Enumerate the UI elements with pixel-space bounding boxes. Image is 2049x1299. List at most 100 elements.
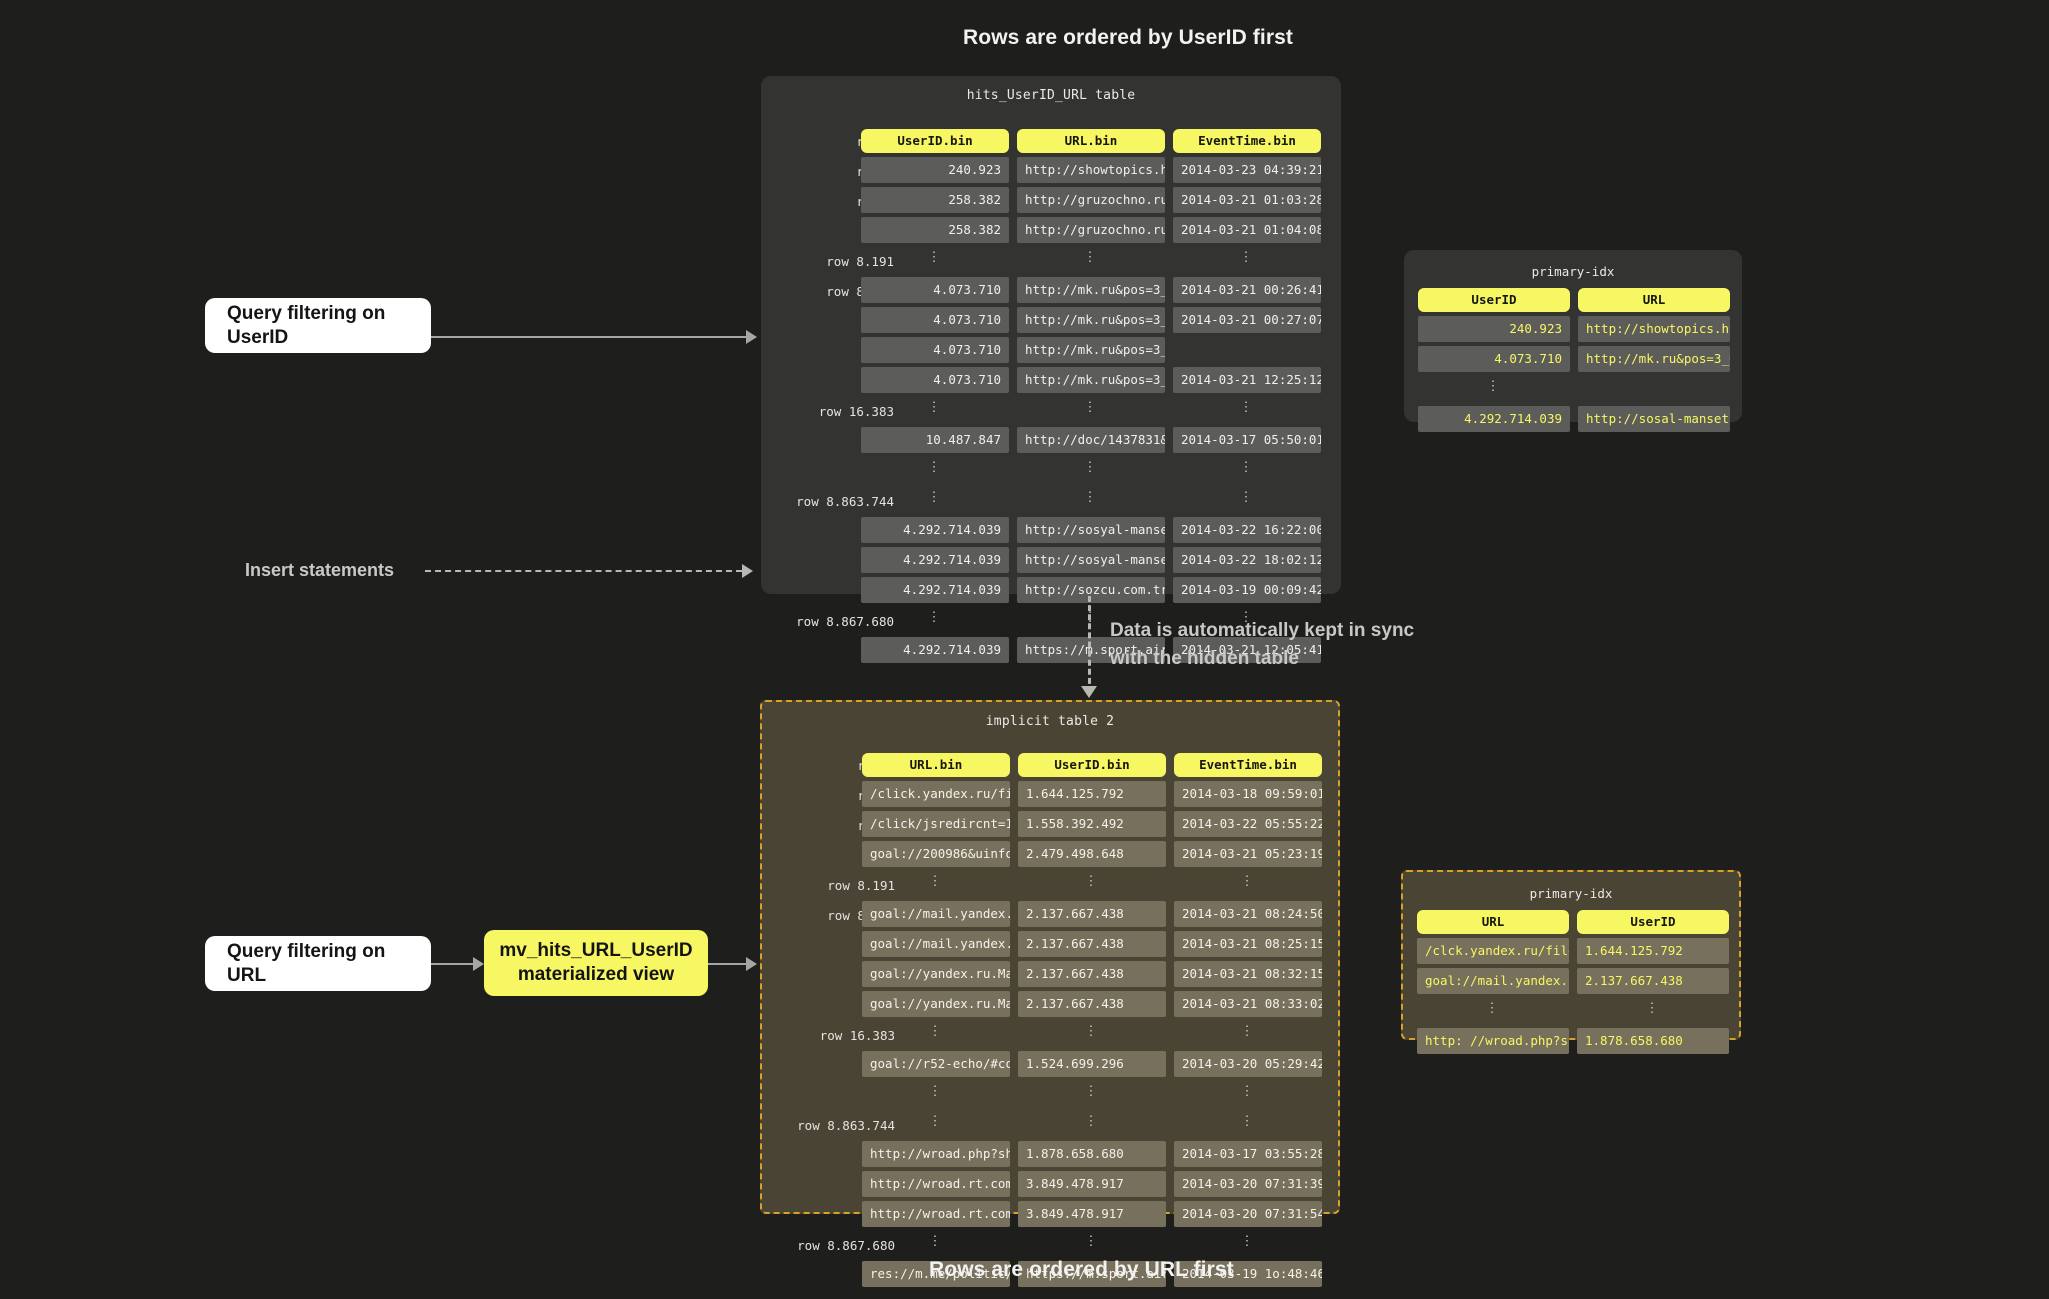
row-label: row 16.383 <box>819 1028 895 1043</box>
cell-ellipsis: ⋮ <box>1084 874 1100 889</box>
cell-ellipsis: ⋮ <box>1240 1234 1256 1249</box>
column-header[interactable]: URL <box>1578 288 1730 312</box>
column-header[interactable]: UserID <box>1418 288 1570 312</box>
cell-ellipsis: ⋮ <box>1083 250 1099 265</box>
hidden-table-title: hits_UserID_URL table <box>966 88 1136 103</box>
table-column: URL http://showtopics.html%3... http://mk.… <box>1578 288 1730 436</box>
table-cell: 2.137.667.438 <box>1018 961 1166 987</box>
table-cell: goal://yandex.ru.Ma... <box>862 991 1010 1017</box>
table-column: EventTime.bin 2014-03-23 04:39:21 2014-03-… <box>1173 129 1321 667</box>
cell-ellipsis: ⋮ <box>1239 610 1255 625</box>
table-cell: goal://mail.yandex.ru/Ma... <box>862 931 1010 957</box>
row-label: row 8.191 <box>827 878 895 893</box>
table-cell: http://showtopics.html%3... <box>1017 157 1165 183</box>
arrow-query-url-head <box>473 957 484 971</box>
table-cell: 2014-03-21 12:25:12 <box>1173 367 1321 393</box>
cell-ellipsis: ⋮ <box>1485 1001 1501 1016</box>
callout-query-userid[interactable]: Query filtering on UserID <box>205 298 431 353</box>
table-cell: http://doc/1437831&is_mo... <box>1017 427 1165 453</box>
table-cell: 2014-03-21 01:03:28 <box>1173 187 1321 213</box>
table-cell: http://mk.ru&pos=3_0 <box>1017 277 1165 303</box>
table-cell: 2.479.498.648 <box>1018 841 1166 867</box>
row-label: row 8.867.680 <box>796 614 894 629</box>
table-cell: 2014-03-21 08:32:15 <box>1174 961 1322 987</box>
table-cell: /clck.yandex.ru/file.com... <box>1417 938 1569 964</box>
table-cell: 4.073.710 <box>861 277 1009 303</box>
table-cell: 1.878.658.680 <box>1018 1141 1166 1167</box>
column-header[interactable]: UserID.bin <box>861 129 1009 153</box>
table-cell: 2.137.667.438 <box>1018 991 1166 1017</box>
arrow-mv-head <box>746 957 757 971</box>
row-label: row 8.863.744 <box>796 494 894 509</box>
table-cell: 4.292.714.039 <box>1418 406 1570 432</box>
arrow-query-userid-line <box>431 336 748 338</box>
mv-table-grid: URL.bin/click.yandex.ru/file.co .../clic… <box>862 753 1322 1291</box>
cell-ellipsis: ⋮ <box>927 610 943 625</box>
table-cell: 4.073.710 <box>861 337 1009 363</box>
callout-materialized-view[interactable]: mv_hits_URL_UserID materialized view <box>484 930 708 996</box>
table-cell: http://gruzochno.ru/ekat... <box>1017 217 1165 243</box>
table-cell: goal://200986&uinfo=wn-1... <box>862 841 1010 867</box>
table-cell: 4.292.714.039 <box>861 517 1009 543</box>
table-cell: 258.382 <box>861 217 1009 243</box>
table-cell: 2014-03-23 04:39:21 <box>1173 157 1321 183</box>
table-cell: 2014-03-19 00:09:42 <box>1173 577 1321 603</box>
table-cell: http://wroad.php?show/7... <box>862 1141 1010 1167</box>
table-cell: 1.524.699.296 <box>1018 1051 1166 1077</box>
column-header[interactable]: EventTime.bin <box>1173 129 1321 153</box>
table-cell: 2014-03-21 08:25:15 <box>1174 931 1322 957</box>
table-cell: http://showtopics.html%3... <box>1578 316 1730 342</box>
cell-ellipsis: ⋮ <box>927 250 943 265</box>
table-cell: 258.382 <box>861 187 1009 213</box>
cell-ellipsis: ⋮ <box>928 1234 944 1249</box>
table-cell: 4.073.710 <box>1418 346 1570 372</box>
sync-connector-head <box>1081 686 1097 698</box>
column-header[interactable]: EventTime.bin <box>1174 753 1322 777</box>
table-cell: http://wroad.rt.com/tr/... <box>862 1171 1010 1197</box>
table-cell: http://sosyal-mansetleri... <box>1017 547 1165 573</box>
table-cell: 2014-03-20 07:31:54 <box>1174 1201 1322 1227</box>
table-cell: 2014-03-21 00:26:41 <box>1173 277 1321 303</box>
arrow-query-url-line <box>431 963 475 965</box>
cell-ellipsis: ⋮ <box>927 490 943 505</box>
arrow-insert-line <box>425 570 742 572</box>
callout-materialized-view-label: mv_hits_URL_UserID materialized view <box>499 940 693 985</box>
cell-ellipsis: ⋮ <box>1084 1024 1100 1039</box>
table-cell: /click.yandex.ru/file.co ... <box>862 781 1010 807</box>
cell-ellipsis: ⋮ <box>928 1084 944 1099</box>
table-cell: 4.292.714.039 <box>861 577 1009 603</box>
table-cell: 3.849.478.917 <box>1018 1201 1166 1227</box>
cell-ellipsis: ⋮ <box>1083 490 1099 505</box>
cell-ellipsis: ⋮ <box>928 1114 944 1129</box>
column-header[interactable]: UserID <box>1577 910 1729 934</box>
table-cell: http://sosyal-mansetleri... <box>1017 517 1165 543</box>
table-cell: 2014-03-21 01:04:08 <box>1173 217 1321 243</box>
table-cell: 2014-03-20 05:29:42 <box>1174 1051 1322 1077</box>
column-header[interactable]: UserID.bin <box>1018 753 1166 777</box>
table-cell: http://mk.ru&pos=3_0 <box>1017 307 1165 333</box>
column-header[interactable]: URL.bin <box>1017 129 1165 153</box>
callout-query-url[interactable]: Query filtering on URL <box>205 936 431 991</box>
table-cell: https://m.sport.airway/? <box>1017 637 1165 663</box>
cell-ellipsis: ⋮ <box>1239 460 1255 475</box>
cell-ellipsis: ⋮ <box>1239 250 1255 265</box>
cell-ellipsis: ⋮ <box>1239 490 1255 505</box>
cell-ellipsis: ⋮ <box>1486 379 1502 394</box>
sync-note: Data is automatically kept in sync with … <box>1110 620 1415 669</box>
table-cell: 2014-03-17 03:55:28 <box>1174 1141 1322 1167</box>
table-cell: http://gruzochno.ru/ekat... <box>1017 187 1165 213</box>
column-header[interactable]: URL <box>1417 910 1569 934</box>
cell-ellipsis: ⋮ <box>1084 1234 1100 1249</box>
row-label: row 8.867.680 <box>797 1238 895 1253</box>
arrow-mv-line <box>708 963 748 965</box>
column-header[interactable]: URL.bin <box>862 753 1010 777</box>
insert-statements-label: Insert statements <box>245 560 395 580</box>
table-cell: goal://yandex.ru.Ma... <box>862 961 1010 987</box>
table-cell: 1.558.392.492 <box>1018 811 1166 837</box>
table-cell: http://mk.ru&pos=3_0 <box>1578 346 1730 372</box>
